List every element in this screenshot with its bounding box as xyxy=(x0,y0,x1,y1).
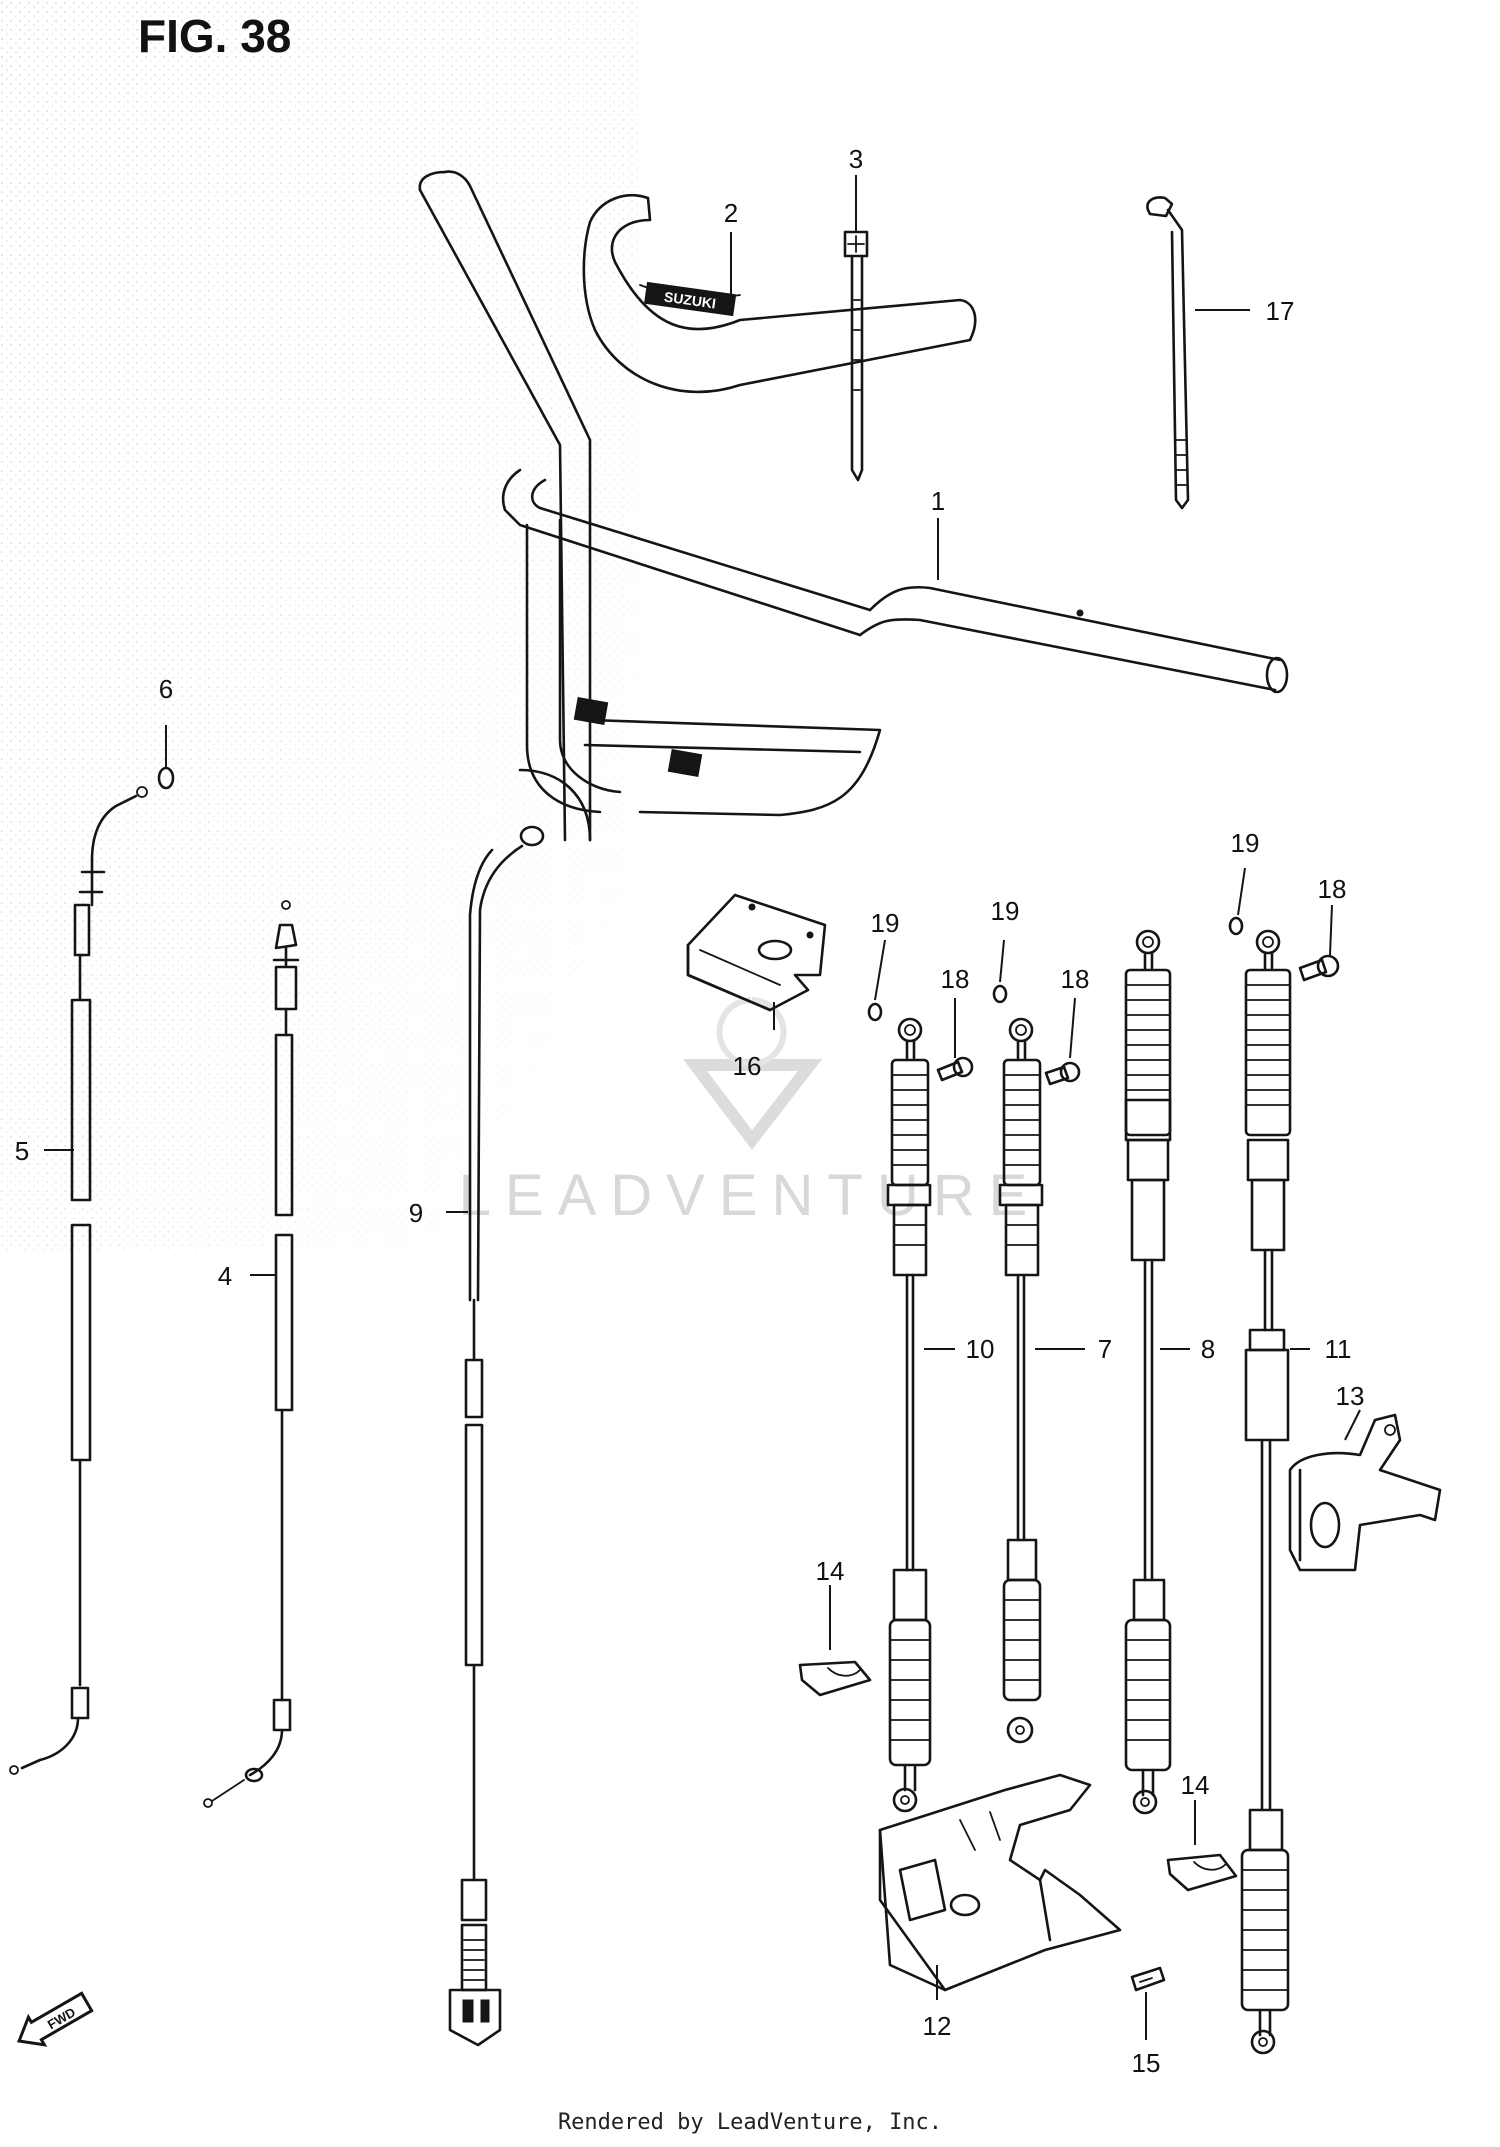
bracket-part-16[interactable] xyxy=(686,893,827,1012)
cable-tie-part-17[interactable] xyxy=(1146,196,1190,510)
cable-part-11[interactable] xyxy=(1240,929,1292,2055)
callout-15: 15 xyxy=(1132,2048,1161,2078)
suzuki-decal: SUZUKI xyxy=(663,288,717,311)
figure-title: FIG. 38 xyxy=(138,10,291,62)
callout-14-left: 14 xyxy=(816,1556,845,1586)
cable-part-7[interactable] xyxy=(998,1017,1044,1744)
callout-2: 2 xyxy=(724,198,738,228)
washer-part-19-a[interactable] xyxy=(867,1002,883,1022)
bolt-part-18-b[interactable] xyxy=(1044,1061,1081,1086)
cable-part-4[interactable] xyxy=(203,900,300,1808)
callout-labels: 1 2 3 4 5 6 7 8 9 10 11 12 13 14 14 15 1… xyxy=(15,144,1365,2078)
handlebar-part-1[interactable] xyxy=(418,170,1289,842)
scan-noise xyxy=(0,0,640,1250)
callout-19-a: 19 xyxy=(871,908,900,938)
callout-18-b: 18 xyxy=(1061,964,1090,994)
callout-13: 13 xyxy=(1336,1381,1365,1411)
callout-5: 5 xyxy=(15,1136,29,1166)
washer-part-19-c[interactable] xyxy=(1228,916,1244,936)
clamp-band-part-3[interactable] xyxy=(843,230,869,482)
callout-6: 6 xyxy=(159,674,173,704)
callout-8: 8 xyxy=(1201,1334,1215,1364)
cable-part-8[interactable] xyxy=(1124,929,1172,1815)
watermark: LEADVENTURE xyxy=(459,997,1042,1228)
callout-19-b: 19 xyxy=(991,896,1020,926)
callout-16: 16 xyxy=(733,1051,762,1081)
cable-guide-part-12[interactable] xyxy=(878,1773,1122,1992)
callout-3: 3 xyxy=(849,144,863,174)
washer-part-19-b[interactable] xyxy=(992,984,1008,1004)
watermark-text: LEADVENTURE xyxy=(459,1163,1042,1228)
bracket-part-13[interactable] xyxy=(1288,1413,1442,1572)
leader-lines xyxy=(44,175,1361,2040)
callout-4: 4 xyxy=(218,1261,232,1291)
callout-11: 11 xyxy=(1325,1334,1352,1364)
bolt-part-18-a[interactable] xyxy=(936,1056,974,1082)
forward-arrow-badge: FWD xyxy=(17,1991,94,2047)
callout-9: 9 xyxy=(409,1198,423,1228)
footer-credit: Rendered by LeadVenture, Inc. xyxy=(557,2110,943,2135)
bolt-part-15[interactable] xyxy=(1130,1966,1166,1992)
callout-12: 12 xyxy=(923,2011,952,2041)
callout-10: 10 xyxy=(966,1334,995,1364)
callout-1: 1 xyxy=(931,486,945,516)
callout-17: 17 xyxy=(1266,296,1295,326)
clip-part-14-left[interactable] xyxy=(798,1660,872,1697)
cable-part-10[interactable] xyxy=(886,1017,932,1813)
callout-18-c: 18 xyxy=(1318,874,1347,904)
clip-part-14-right[interactable] xyxy=(1166,1853,1238,1892)
callout-7: 7 xyxy=(1098,1334,1112,1364)
cable-part-9[interactable] xyxy=(448,825,545,2047)
callout-19-c: 19 xyxy=(1231,828,1260,858)
bolt-part-18-c[interactable] xyxy=(1298,954,1340,982)
callout-18-a: 18 xyxy=(941,964,970,994)
callout-14-right: 14 xyxy=(1181,1770,1210,1800)
throttle-cable-part-5[interactable] xyxy=(9,786,148,1775)
handlebar-pad-part-2[interactable]: SUZUKI xyxy=(582,193,977,394)
